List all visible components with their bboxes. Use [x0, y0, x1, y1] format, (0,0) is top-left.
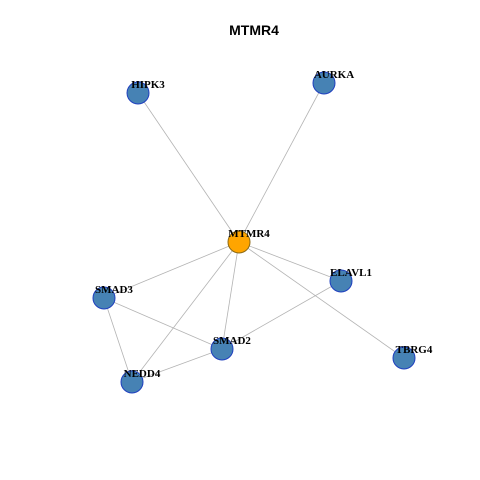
edge-mtmr4-hipk3: [137, 92, 240, 243]
node-mtmr4: MTMR4: [227, 228, 270, 254]
edge-mtmr4-smad2: [221, 241, 240, 350]
edge-mtmr4-nedd4: [131, 241, 240, 383]
node-aurka: AURKA: [312, 69, 354, 95]
edge-mtmr4-elavl1: [238, 241, 342, 282]
edge-mtmr4-aurka: [238, 82, 325, 243]
node-nedd4: NEDD4: [120, 368, 161, 394]
node-circle: [227, 230, 251, 254]
node-circle: [126, 81, 150, 105]
edge-mtmr4-tbrg4: [238, 241, 405, 359]
node-circle: [92, 286, 116, 310]
node-label: SMAD2: [213, 335, 251, 347]
node-label: SMAD3: [95, 284, 133, 296]
graph-title: MTMR4: [229, 22, 279, 38]
node-circle: [120, 370, 144, 394]
node-circle: [329, 269, 353, 293]
node-label: HIPK3: [131, 79, 165, 91]
node-circle: [210, 337, 234, 361]
node-label: TBRG4: [396, 344, 433, 356]
node-smad3: SMAD3: [92, 284, 133, 310]
node-label: NEDD4: [124, 368, 161, 380]
node-elavl1: ELAVL1: [329, 267, 372, 293]
node-label: ELAVL1: [330, 267, 372, 279]
nodes-layer: MTMR4 HIPK3 AURKA ELAVL1SMAD3SMAD2TBRG4NEDD…: [92, 69, 433, 394]
node-smad2: SMAD2: [210, 335, 251, 361]
node-hipk3: HIPK3: [126, 79, 165, 105]
node-circle: [392, 346, 416, 370]
edge-smad3-smad2: [103, 297, 223, 350]
edge-smad2-nedd4: [131, 348, 223, 383]
edges-layer: [103, 82, 405, 383]
edge-smad3-nedd4: [103, 297, 133, 383]
edge-mtmr4-smad3: [103, 241, 240, 299]
node-label: AURKA: [314, 69, 354, 81]
node-label: MTMR4: [228, 228, 270, 240]
node-circle: [312, 71, 336, 95]
edge-smad2-elavl1: [221, 280, 342, 350]
node-tbrg4: TBRG4: [392, 344, 433, 370]
